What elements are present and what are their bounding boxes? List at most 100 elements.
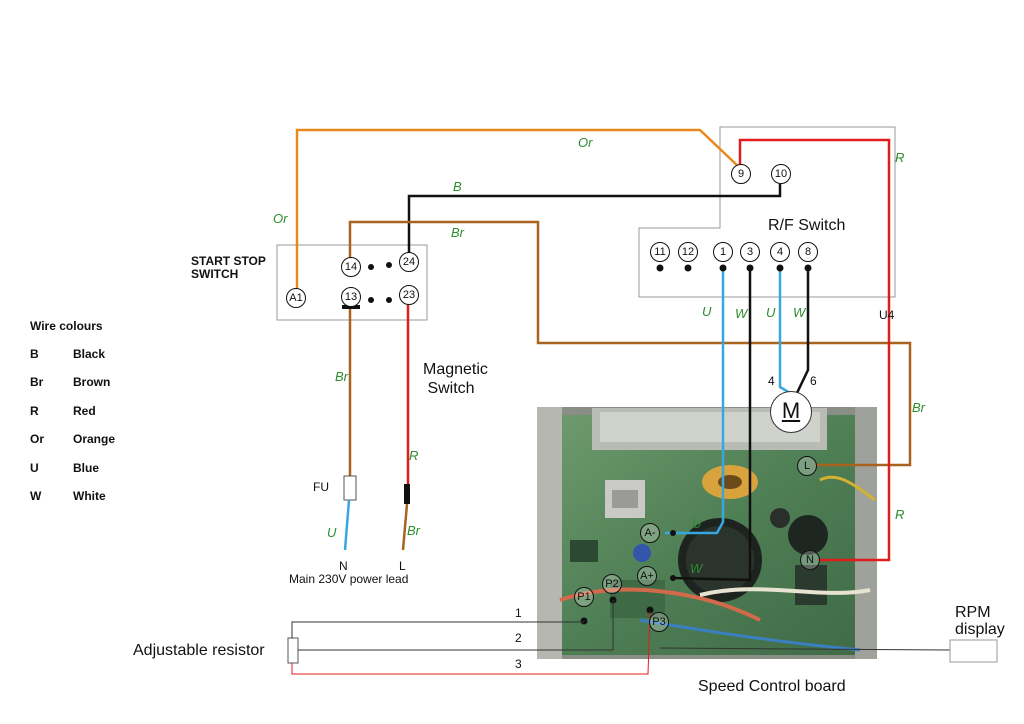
legend-name: Red [73,404,96,418]
legend-name: Blue [73,461,100,475]
wire-code-brown-mains: Br [335,369,348,384]
legend-code: Or [30,432,45,446]
terminal-9: 9 [731,164,751,184]
fuse-label: FU [313,480,329,494]
wire-code-brown-right: Br [912,400,925,415]
wire-code-brown-top: Br [451,225,464,240]
legend-name: Black [73,347,106,361]
rpm-display-wire [659,647,951,651]
rf-switch-title: R/F Switch [768,217,846,234]
terminal-p1: P1 [574,587,594,607]
wire-code-red-mains: R [409,448,419,463]
resistor-wire-1-label: 1 [515,606,522,620]
wire-code-black-top: B [453,179,462,194]
terminal-1: 1 [713,242,733,262]
u4-label: U4 [879,308,895,322]
resistor-wire-3 [291,611,651,675]
terminal-24: 24 [399,252,419,272]
motor-symbol: M [770,391,812,433]
terminal-a-plus: A+ [637,566,657,586]
contact-dot [670,530,676,536]
wire-code-blue-rf1: U [702,304,712,319]
terminal-3: 3 [740,242,760,262]
legend-code: Br [30,375,44,389]
wire-code-white-board: W [690,561,703,576]
wire-code-blue-board: U [692,516,702,531]
wire-code-blue-rf4: U [766,305,776,320]
contact-dot [368,297,374,303]
wire-code-white-rf8: W [793,305,806,320]
contact-dot [804,264,812,272]
speed-control-board-title: Speed Control board [698,678,846,695]
wire-code-orange-top: Or [578,135,593,150]
terminal-11: 11 [650,242,670,262]
red-wire-rf-to-board [738,138,891,562]
legend-code: U [30,461,39,475]
brown-wire-start-to-board [348,220,912,467]
adjustable-resistor-symbol [287,637,299,664]
wire-code-red-right: R [895,507,905,522]
legend-code: B [30,347,39,361]
terminal-13-bar [342,305,360,309]
terminal-l: L [797,456,817,476]
contact-dot [746,264,754,272]
contact-dot [684,264,692,272]
contact-dot [719,264,727,272]
resistor-wire-2 [298,600,614,651]
terminal-14: 14 [341,257,361,277]
rpm-display-box [949,639,998,663]
rpm-display-title: RPM display [955,604,1005,638]
contact-dot [646,606,654,614]
contact-dot [776,264,784,272]
legend-title: Wire colours [30,319,103,333]
legend-name: White [73,489,106,503]
neutral-label: N [339,559,348,573]
contact-dot [670,575,676,581]
legend-name: Orange [73,432,116,446]
wire-code-orange-left: Or [273,211,288,226]
motor-lead-a-label: 4 [768,374,775,388]
orange-wire [295,128,741,297]
terminal-8: 8 [798,242,818,262]
resistor-wire-3-label: 3 [515,657,522,671]
terminal-n: N [800,550,820,570]
wire-code-blue-mains: U [327,525,337,540]
terminal-a1: A1 [286,288,306,308]
black-wire-rf-to-board [672,268,752,582]
terminal-p3: P3 [649,612,669,632]
terminal-4: 4 [770,242,790,262]
motor-lead-b-label: 6 [810,374,817,388]
wire-code-brown-mains-lower: Br [407,523,420,538]
terminal-23: 23 [399,285,419,305]
wire-code-white-rf3: W [735,306,748,321]
legend-code: W [30,489,42,503]
contact-dot [656,264,664,272]
contact-dot [580,617,588,625]
terminal-13: 13 [341,287,361,307]
legend-name: Brown [73,375,111,389]
terminal-12: 12 [678,242,698,262]
terminal-10: 10 [771,164,791,184]
motor-lead-black [795,268,810,394]
mains-neutral-blue [343,499,351,551]
contact-dot [368,264,374,270]
adjustable-resistor-title: Adjustable resistor [133,642,265,659]
start-stop-switch-title: START STOP SWITCH [191,254,266,281]
contact-dot [386,297,392,303]
wire-code-red-top: R [895,150,905,165]
magnetic-switch-contact [404,484,410,504]
fuse-symbol [343,475,357,501]
terminal-a-minus: A- [640,523,660,543]
mains-live-brown [401,503,409,551]
rf-switch-box [638,126,896,298]
live-label: L [399,559,406,573]
resistor-wire-1 [291,621,584,638]
blue-wire-rf-to-board [665,268,725,535]
mains-caption: Main 230V power lead [289,572,409,586]
legend-code: R [30,404,39,418]
contact-dot [386,262,392,268]
black-wire-start-to-rf [407,184,782,260]
magnetic-switch-title: Magnetic Switch [423,361,488,397]
resistor-wire-2-label: 2 [515,631,522,645]
